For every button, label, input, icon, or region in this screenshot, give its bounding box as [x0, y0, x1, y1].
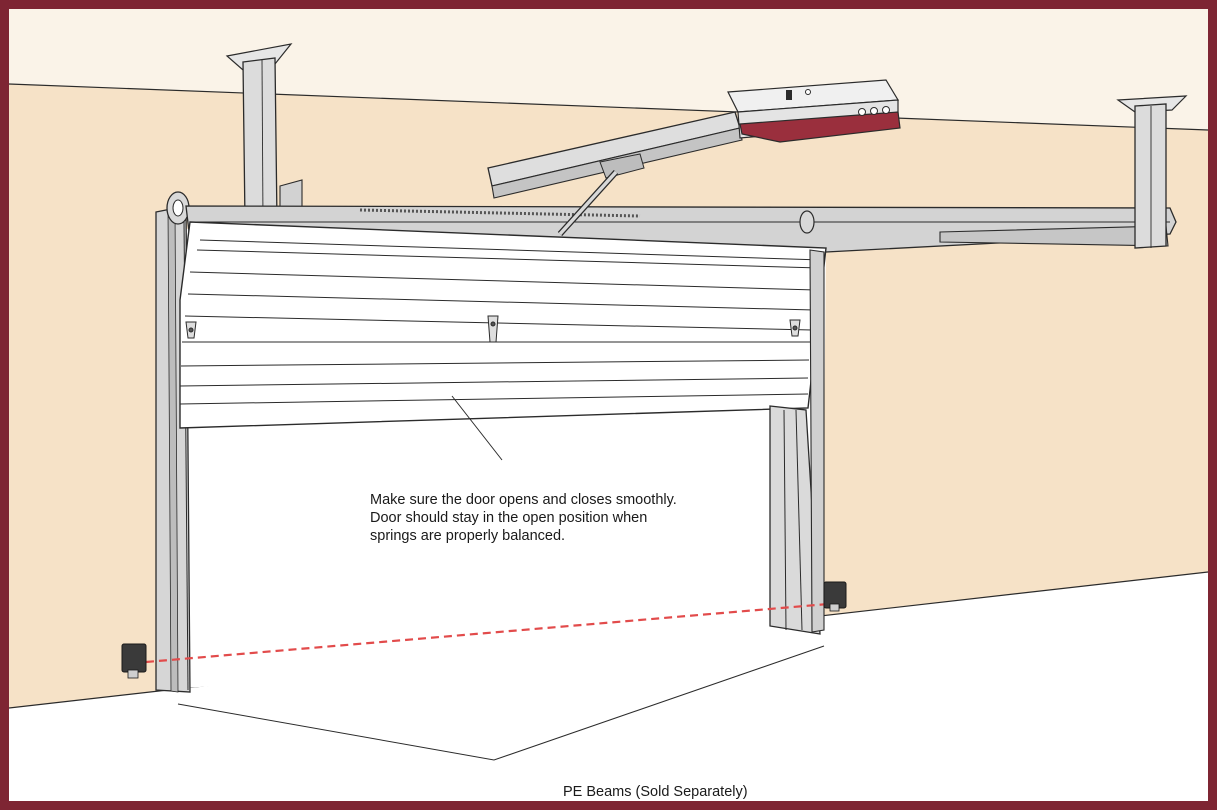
pe-beams-label: PE Beams (Sold Separately) [563, 784, 748, 800]
pe-beam-line [145, 602, 829, 664]
door-panels [179, 221, 827, 429]
door-note-line-1: Make sure the door opens and closes smoo… [370, 492, 677, 508]
right-cable-drum [799, 210, 815, 234]
door-note-leader [451, 395, 503, 461]
garage-door-illustration [9, 9, 1208, 761]
photo-eye-sensor-left-icon [121, 643, 147, 679]
garage-door-opener-icon [727, 79, 901, 143]
door-note-line-2: Door should stay in the open position wh… [370, 510, 648, 526]
door-note-line-3: springs are properly balanced. [370, 528, 566, 544]
beam-label-leader [177, 645, 825, 761]
door-balance-note: Make sure the door opens and closes smoo… [370, 491, 790, 545]
photo-eye-sensor-right-icon [823, 581, 847, 612]
ceiling [9, 9, 1208, 130]
right-ceiling-bracket [1116, 95, 1188, 249]
door-hinges [185, 315, 801, 343]
right-vertical-track [769, 249, 825, 635]
opener-rail [487, 111, 743, 237]
ceiling-wall-edge [9, 83, 1208, 131]
